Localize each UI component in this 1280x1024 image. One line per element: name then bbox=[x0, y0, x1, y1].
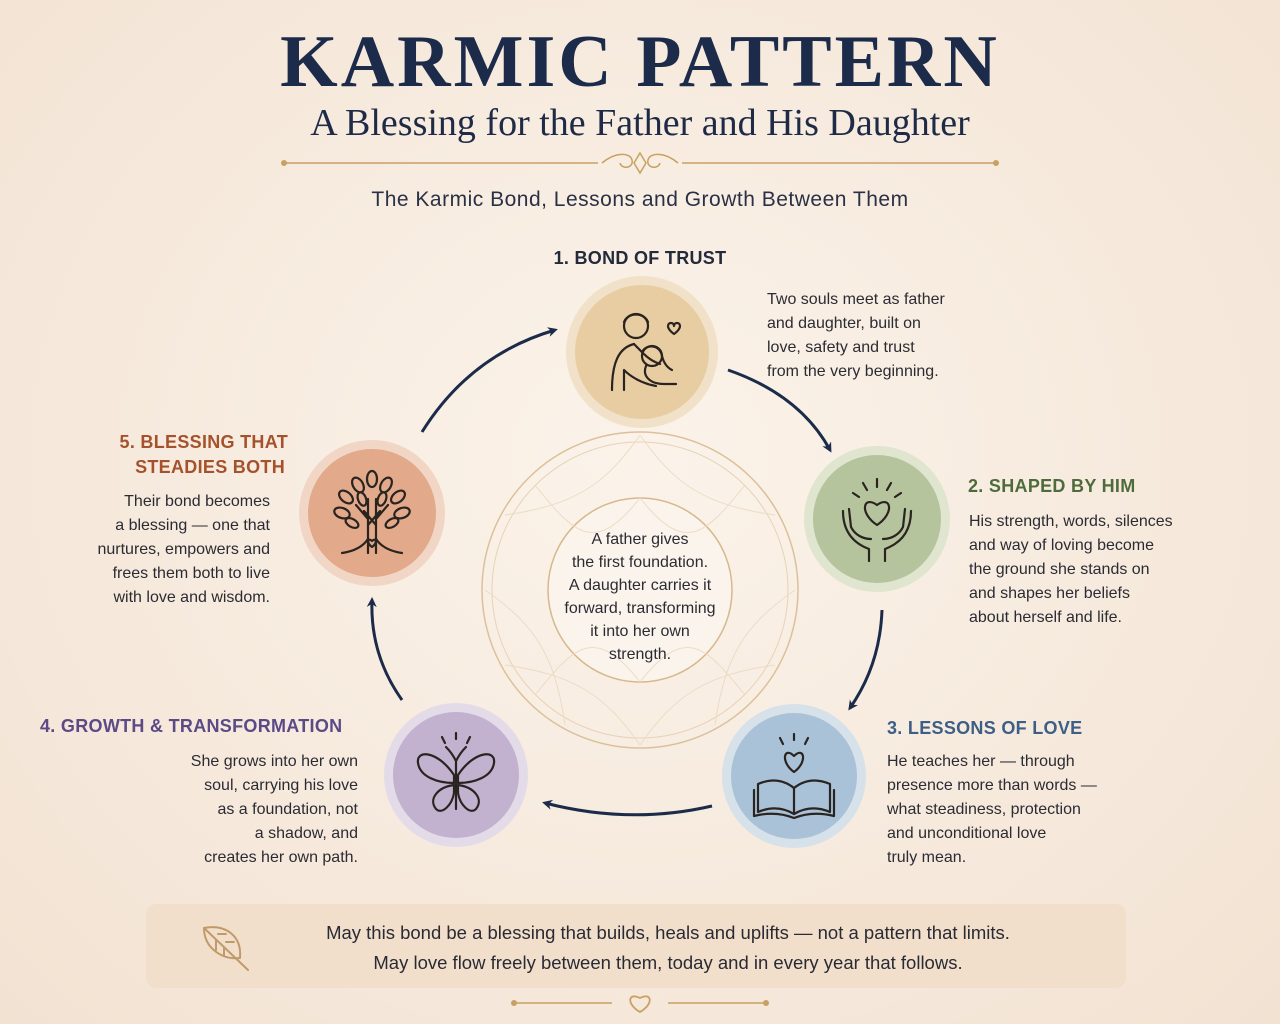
arrow-5-to-1 bbox=[420, 327, 558, 433]
stage-1-description: Two souls meet as father and daughter, b… bbox=[767, 291, 945, 380]
stage-3-heading: 3. LESSONS OF LOVE bbox=[887, 718, 1083, 738]
stage-5-heading-line2: STEADIES BOTH bbox=[135, 457, 285, 477]
tree-heart-icon bbox=[333, 469, 411, 555]
arrow-3-to-4 bbox=[542, 799, 713, 817]
tagline: The Karmic Bond, Lessons and Growth Betw… bbox=[371, 188, 909, 211]
stage-4-circle bbox=[384, 703, 528, 847]
stage-2-circle bbox=[804, 446, 950, 592]
stage-4-description: She grows into her own soul, carrying hi… bbox=[190, 753, 358, 866]
arrow-4-to-5 bbox=[366, 597, 404, 701]
arrow-2-to-3 bbox=[848, 609, 884, 711]
stage-3-circle bbox=[722, 704, 866, 848]
stage-4-heading: 4. GROWTH & TRANSFORMATION bbox=[40, 716, 343, 736]
blessing-line-2: May love flow freely between them, today… bbox=[373, 952, 963, 973]
hands-heart-icon bbox=[841, 477, 913, 563]
stage-2-description: His strength, words, silences and way of… bbox=[969, 513, 1173, 626]
stage-1-circle bbox=[566, 276, 718, 428]
blessing-line-1: May this bond be a blessing that builds,… bbox=[326, 922, 1010, 943]
mandala-decoration bbox=[481, 431, 799, 749]
stage-2-heading: 2. SHAPED BY HIM bbox=[968, 476, 1136, 496]
ornament-divider bbox=[281, 151, 999, 175]
stage-3-description: He teaches her — through presence more t… bbox=[887, 753, 1097, 866]
leaf-icon bbox=[203, 926, 249, 971]
book-heart-icon bbox=[752, 732, 836, 820]
center-text: A father gives the first foundation. A d… bbox=[564, 531, 716, 663]
stage-1-heading: 1. BOND OF TRUST bbox=[553, 248, 727, 268]
bottom-heart-ornament bbox=[511, 995, 769, 1014]
page-title: KARMIC PATTERN bbox=[280, 21, 1000, 103]
stage-5-heading-line1: 5. BLESSING THAT bbox=[119, 432, 288, 452]
father-daughter-icon bbox=[610, 312, 682, 392]
arrow-1-to-2 bbox=[727, 368, 832, 453]
page-subtitle: A Blessing for the Father and His Daught… bbox=[310, 102, 970, 144]
stage-5-circle bbox=[299, 440, 445, 586]
butterfly-icon bbox=[416, 731, 496, 812]
stage-5-description: Their bond becomes a blessing — one that… bbox=[97, 493, 270, 606]
blessing-box bbox=[146, 904, 1126, 988]
